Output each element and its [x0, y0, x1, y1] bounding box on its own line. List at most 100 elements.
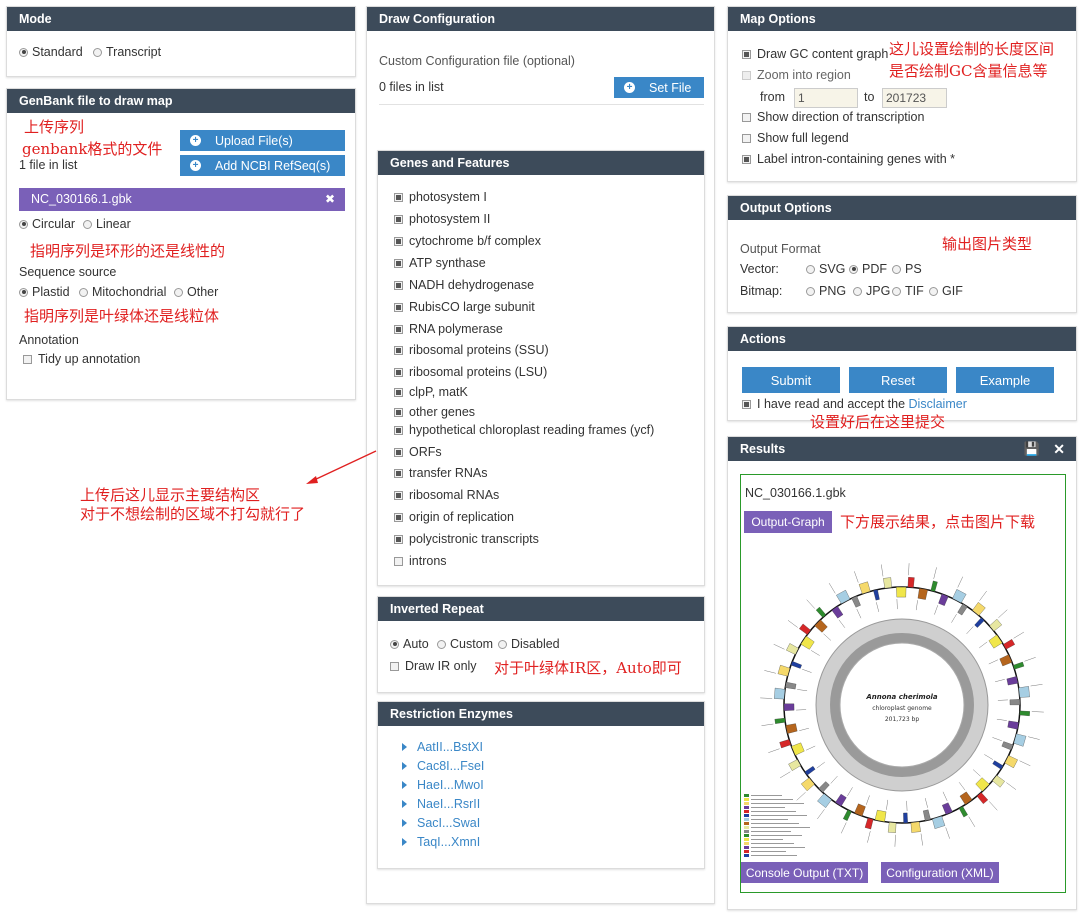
ps-radio[interactable]: PS: [892, 262, 922, 276]
gc-content-checkbox[interactable]: Draw GC content graph: [742, 47, 888, 61]
gene-label-tick: [764, 670, 776, 674]
circular-radio[interactable]: Circular: [19, 217, 75, 231]
svg-radio[interactable]: SVG: [806, 262, 845, 276]
gene-feature-checkbox[interactable]: RubisCO large subunit: [394, 300, 535, 314]
gene-feature-checkbox[interactable]: ORFs: [394, 445, 442, 459]
full-legend-checkbox[interactable]: Show full legend: [742, 131, 849, 145]
center-disc: [839, 642, 965, 768]
linear-radio[interactable]: Linear: [83, 217, 131, 231]
gene-block: [957, 603, 968, 616]
accept-checkbox[interactable]: I have read and accept the Disclaimer: [742, 397, 967, 411]
map-options-panel: Map Options Draw GC content graph Zoom i…: [727, 6, 1077, 182]
gif-radio[interactable]: GIF: [929, 284, 963, 298]
png-radio[interactable]: PNG: [806, 284, 846, 298]
file-item[interactable]: NC_030166.1.gbk ✖: [19, 188, 345, 211]
gene-block: [1003, 639, 1016, 650]
intron-label-checkbox[interactable]: Label intron-containing genes with *: [742, 152, 955, 166]
enzyme-group-link[interactable]: SacI...SwaI: [402, 816, 480, 830]
pdf-radio[interactable]: PDF: [849, 262, 887, 276]
inverted-repeat-title: Inverted Repeat: [378, 597, 704, 621]
console-output-button[interactable]: Console Output (TXT): [741, 862, 868, 883]
tidy-annotation-checkbox[interactable]: Tidy up annotation: [23, 352, 140, 366]
legend-swatch: [744, 798, 749, 801]
disclaimer-link[interactable]: Disclaimer: [908, 397, 967, 411]
gene-feature-checkbox[interactable]: RNA polymerase: [394, 322, 503, 336]
enzyme-group-link[interactable]: Cac8I...FseI: [402, 759, 484, 773]
remove-file-icon[interactable]: ✖: [324, 192, 335, 206]
close-icon[interactable]: ✕: [1053, 441, 1065, 457]
gene-feature-checkbox[interactable]: transfer RNAs: [394, 466, 488, 480]
gene-label-tick: [979, 641, 988, 649]
gene-feature-checkbox[interactable]: photosystem II: [394, 212, 490, 226]
enzyme-group-link[interactable]: NaeI...RsrII: [402, 797, 480, 811]
tif-radio[interactable]: TIF: [892, 284, 924, 298]
configuration-button[interactable]: Configuration (XML): [881, 862, 999, 883]
mitochondrial-radio[interactable]: Mitochondrial: [79, 285, 166, 299]
gene-feature-checkbox[interactable]: introns: [394, 554, 447, 568]
checkbox-icon: [394, 468, 403, 478]
gene-feature-checkbox[interactable]: hypothetical chloroplast reading frames …: [394, 423, 654, 437]
gene-feature-checkbox[interactable]: cytochrome b/f complex: [394, 234, 541, 248]
legend-swatch: [744, 830, 749, 833]
gene-feature-checkbox[interactable]: photosystem I: [394, 190, 487, 204]
add-ncbi-refseq-button[interactable]: +Add NCBI RefSeq(s): [180, 155, 345, 176]
enzyme-group-label: SacI...SwaI: [417, 816, 481, 830]
gene-feature-checkbox[interactable]: clpP, matK: [394, 385, 468, 399]
plastid-radio[interactable]: Plastid: [19, 285, 70, 299]
gene-feature-label: transfer RNAs: [409, 466, 488, 480]
gene-feature-checkbox[interactable]: ribosomal RNAs: [394, 488, 499, 502]
upload-files-button[interactable]: +Upload File(s): [180, 130, 345, 151]
custom-config-label: Custom Configuration file (optional): [379, 54, 575, 68]
gene-block: [992, 775, 1005, 788]
other-radio[interactable]: Other: [174, 285, 218, 299]
gene-block: [988, 634, 1003, 649]
gene-feature-checkbox[interactable]: NADH dehydrogenase: [394, 278, 534, 292]
save-icon[interactable]: 💾: [1023, 441, 1040, 456]
gene-block: [1007, 720, 1019, 730]
gene-feature-checkbox[interactable]: ribosomal proteins (LSU): [394, 365, 547, 379]
from-input[interactable]: 1: [794, 88, 858, 108]
gene-label-tick: [816, 761, 825, 769]
gene-label-tick: [979, 590, 987, 601]
gene-label-tick: [925, 798, 928, 808]
inverted-repeat-panel: Inverted Repeat Auto Custom Disabled Dra…: [377, 596, 705, 693]
gene-label-tick: [1031, 711, 1044, 713]
output-graph-button[interactable]: Output-Graph: [744, 511, 832, 533]
gene-label-tick: [773, 644, 785, 650]
zoom-region-checkbox[interactable]: Zoom into region: [742, 68, 851, 82]
submit-button[interactable]: Submit: [742, 367, 840, 393]
gene-feature-checkbox[interactable]: ATP synthase: [394, 256, 486, 270]
set-file-button[interactable]: +Set File: [614, 77, 704, 98]
gene-label-tick: [951, 613, 957, 623]
gene-block: [836, 589, 851, 604]
gene-block: [1018, 686, 1030, 698]
enzyme-group-link[interactable]: TaqI...XmnI: [402, 835, 480, 849]
mode-standard-radio[interactable]: Standard: [19, 45, 83, 59]
gene-feature-checkbox[interactable]: origin of replication: [394, 510, 514, 524]
mode-transcript-radio[interactable]: Transcript: [93, 45, 161, 59]
ir-disabled-radio[interactable]: Disabled: [498, 637, 560, 651]
checkbox-icon: [394, 425, 403, 435]
gene-label-tick: [797, 689, 808, 691]
checkbox-icon: [394, 387, 403, 397]
enzyme-group-link[interactable]: AatII...BstXI: [402, 740, 483, 754]
ir-custom-radio[interactable]: Custom: [437, 637, 493, 651]
gene-label-tick: [830, 775, 838, 784]
jpg-radio[interactable]: JPG: [853, 284, 890, 298]
to-input[interactable]: 201723: [882, 88, 947, 108]
enzyme-group-link[interactable]: HaeI...MwoI: [402, 778, 484, 792]
enzyme-group-label: TaqI...XmnI: [417, 835, 481, 849]
gene-label-tick: [1013, 631, 1025, 639]
draw-ir-only-checkbox[interactable]: Draw IR only: [390, 659, 477, 673]
gene-label-tick: [896, 599, 898, 610]
gene-feature-checkbox[interactable]: polycistronic transcripts: [394, 532, 539, 546]
ir-auto-radio[interactable]: Auto: [390, 637, 429, 651]
gene-feature-checkbox[interactable]: ribosomal proteins (SSU): [394, 343, 549, 357]
direction-checkbox[interactable]: Show direction of transcription: [742, 110, 924, 124]
gene-label-tick: [945, 827, 950, 839]
example-button[interactable]: Example: [956, 367, 1054, 393]
gene-feature-checkbox[interactable]: other genes: [394, 405, 475, 419]
gene-label-tick: [866, 795, 870, 805]
reset-button[interactable]: Reset: [849, 367, 947, 393]
genome-map-image[interactable]: Annona cherimola chloroplast genome 201,…: [742, 542, 1062, 872]
